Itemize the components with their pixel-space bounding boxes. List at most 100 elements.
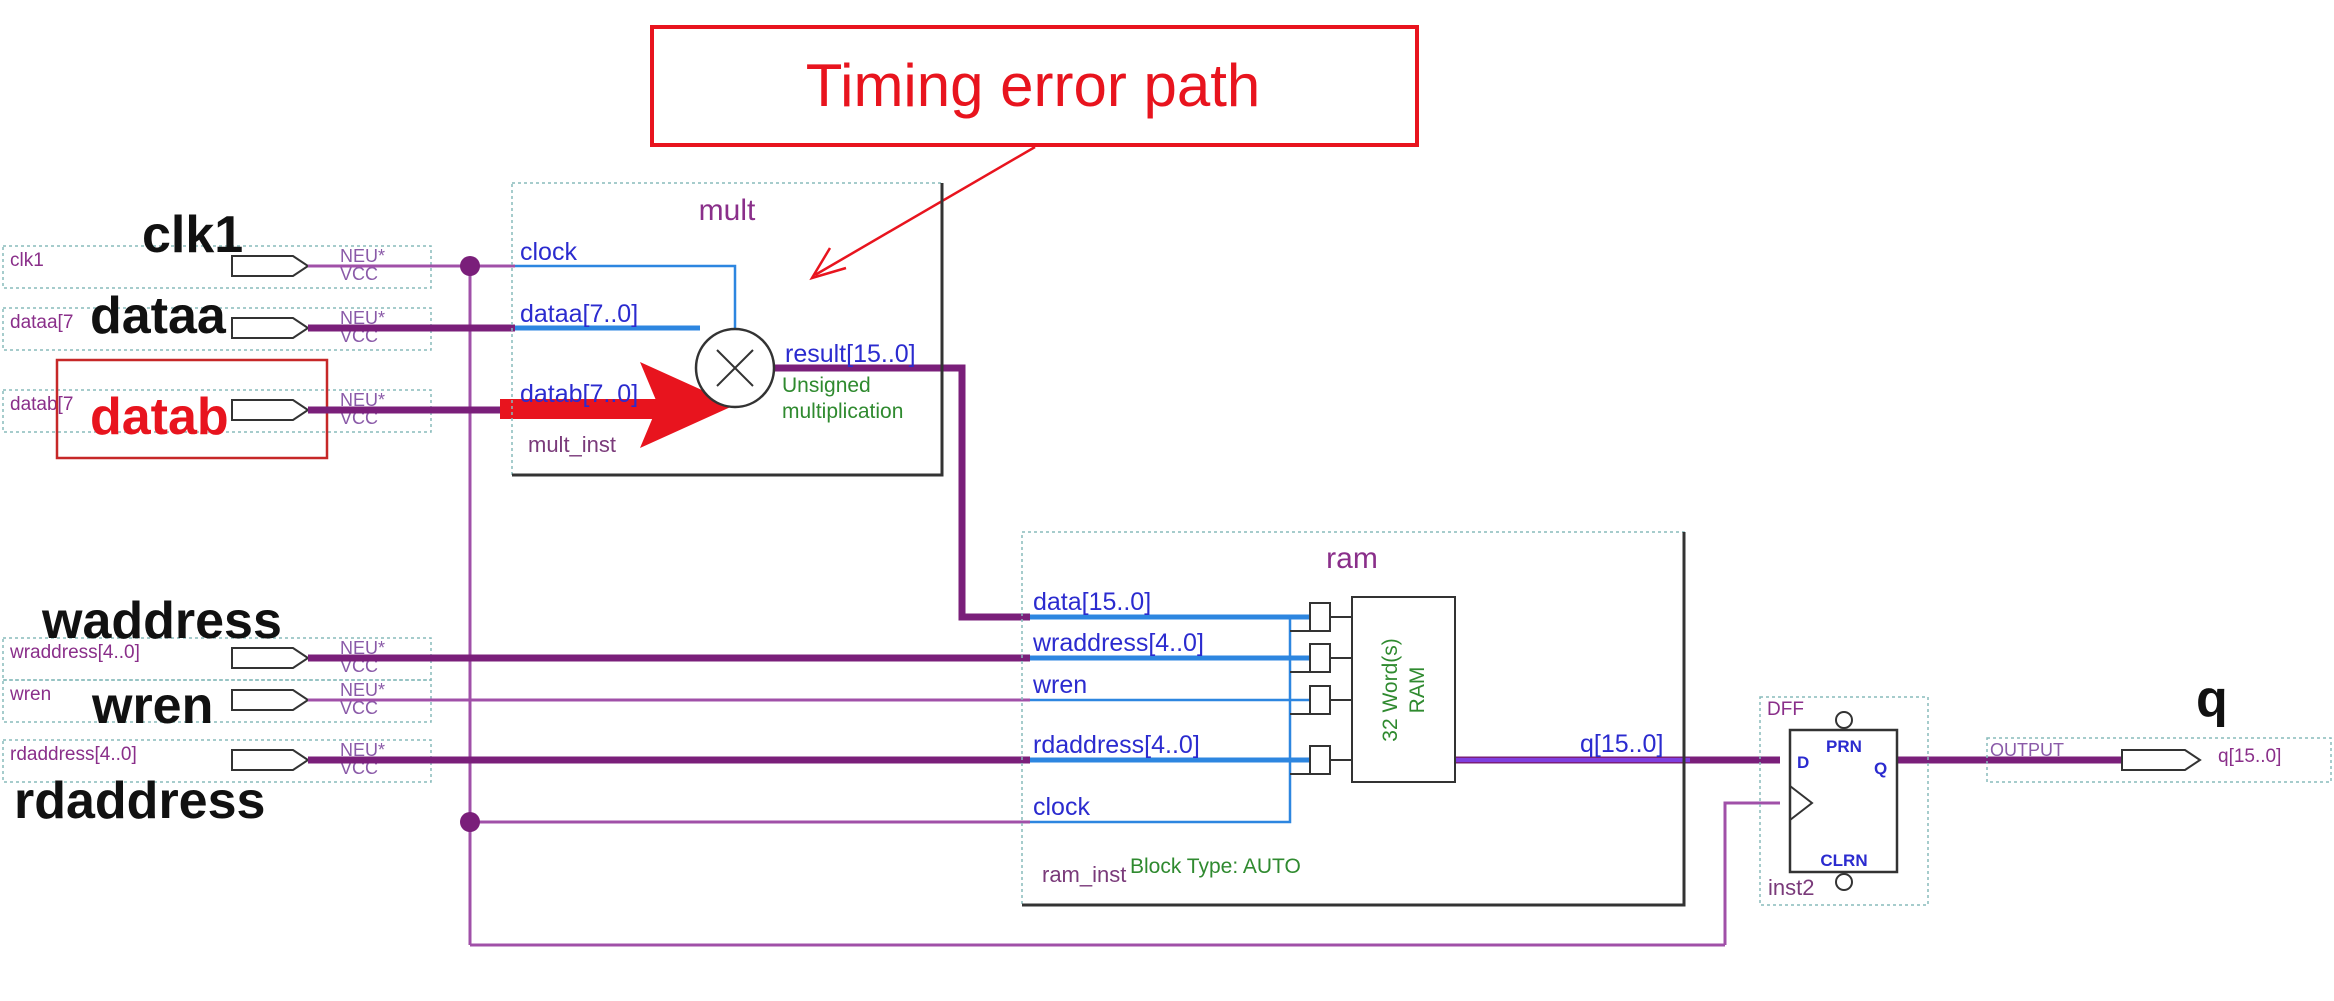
callout-pointer-arrowhead xyxy=(809,247,847,281)
signal-label-datab: datab xyxy=(90,388,229,446)
wire-clock-dff xyxy=(1723,801,1780,945)
callout-pointer-line xyxy=(814,145,1036,277)
dff-d-label: D xyxy=(1797,753,1809,772)
ram-core-type: RAM xyxy=(1406,667,1429,714)
ram-block: ram data[15..0] wraddress[4..0] wren rda… xyxy=(1021,531,1686,907)
output-pin-symbol xyxy=(2121,749,2202,771)
dff-type-label: DFF xyxy=(1767,699,1804,720)
ram-register-wren xyxy=(1309,685,1331,715)
timing-error-arrow xyxy=(500,362,735,448)
junction-clock-bottom xyxy=(460,812,480,832)
signal-label-q: q xyxy=(2196,670,2228,728)
pin-name-datab: datab[7 xyxy=(10,394,73,415)
dff-clrn-bubble xyxy=(1835,873,1853,891)
junction-clock-top xyxy=(460,256,480,276)
ram-output-q: q[15..0] xyxy=(1580,730,1663,758)
dff-instance-name: inst2 xyxy=(1768,875,1814,900)
dff-prn-bubble xyxy=(1835,711,1853,729)
signal-labels: clk1 dataa datab waddress wren rdaddress xyxy=(14,206,329,830)
timing-error-callout: Timing error path xyxy=(650,25,1419,281)
input-pin-symbol-datab xyxy=(231,399,310,421)
vcc-top-datab: NEU* xyxy=(340,390,385,410)
vcc-bottom-clk1: VCC xyxy=(340,264,378,284)
mult-instance-name: mult_inst xyxy=(528,432,616,457)
signal-label-rdaddress: rdaddress xyxy=(14,772,265,830)
mult-port-dataa: dataa[7..0] xyxy=(520,300,638,328)
dff-clrn-label: CLRN xyxy=(1820,851,1867,870)
ram-port-wren: wren xyxy=(1032,671,1087,699)
output-type-label: OUTPUT xyxy=(1990,740,2064,760)
ram-port-data: data[15..0] xyxy=(1033,588,1151,616)
vcc-top-clk1: NEU* xyxy=(340,246,385,266)
signal-label-dataa: dataa xyxy=(90,287,227,345)
pin-name-rdaddress: rdaddress[4..0] xyxy=(10,744,137,765)
pin-name-clk1: clk1 xyxy=(10,250,44,271)
output-pin-frame xyxy=(1986,737,2332,783)
pin-frame-rdaddress xyxy=(2,739,432,783)
pin-frame-datab xyxy=(2,389,432,433)
ram-core xyxy=(1351,596,1456,783)
input-pin-frames xyxy=(2,245,432,783)
wires xyxy=(308,264,2125,947)
ram-core-size: 32 Word(s) xyxy=(1379,638,1402,741)
pin-name-dataa: dataa[7 xyxy=(10,312,73,333)
pin-frame-wren xyxy=(2,679,432,723)
wire-ram-clock xyxy=(1030,617,1292,824)
ram-instance-name: ram_inst xyxy=(1042,862,1126,887)
input-pin-symbol-clk1 xyxy=(231,255,310,277)
input-pin-symbol-rdaddress xyxy=(231,749,310,771)
wire-mult-clock xyxy=(515,264,737,336)
ram-register-data xyxy=(1309,602,1331,632)
dff-q-label: Q xyxy=(1874,759,1887,778)
pin-name-wren: wren xyxy=(9,684,51,705)
input-pin-symbol-dataa xyxy=(231,317,310,339)
ram-register-rdaddress xyxy=(1309,745,1331,775)
dff-frame xyxy=(1759,696,1929,906)
bus-result-to-ram xyxy=(775,364,1030,621)
ram-register-wraddress xyxy=(1309,643,1331,673)
mult-desc-line2: multiplication xyxy=(782,400,903,423)
input-pin-symbol-wren xyxy=(231,689,310,711)
ram-port-rdaddress: rdaddress[4..0] xyxy=(1033,731,1200,759)
pin-frame-dataa xyxy=(2,307,432,351)
dff-block: DFF PRN CLRN D Q inst2 xyxy=(1759,696,1929,906)
ram-register-clock-lines xyxy=(1290,616,1352,775)
vcc-top-wraddress: NEU* xyxy=(340,638,385,658)
multiply-icon-stroke-b xyxy=(716,349,754,387)
mult-output-result: result[15..0] xyxy=(785,340,916,368)
mult-block: mult clock dataa[7..0] datab[7..0] resul… xyxy=(511,182,944,477)
multiply-icon xyxy=(716,349,754,387)
ram-input-registers xyxy=(1309,602,1331,775)
input-pin-symbols xyxy=(231,255,310,771)
ram-port-wraddress: wraddress[4..0] xyxy=(1032,629,1204,657)
timing-error-arrow-head xyxy=(640,362,735,448)
vcc-top-rdaddress: NEU* xyxy=(340,740,385,760)
vcc-top-wren: NEU* xyxy=(340,680,385,700)
output-pin: OUTPUT q[15..0] q xyxy=(1986,670,2332,783)
callout-box xyxy=(650,25,1419,147)
dff-clock-triangle xyxy=(1789,785,1814,821)
ram-port-clock: clock xyxy=(1033,793,1090,821)
vcc-top-dataa: NEU* xyxy=(340,308,385,328)
dff-prn-label: PRN xyxy=(1826,737,1862,756)
mult-desc-line1: Unsigned xyxy=(782,374,871,397)
ram-title: ram xyxy=(1326,542,1378,575)
pin-name-wraddress: wraddress[4..0] xyxy=(9,642,140,663)
signal-label-waddress: waddress xyxy=(41,592,282,650)
vcc-bottom-wren: VCC xyxy=(340,698,378,718)
output-pin-name: q[15..0] xyxy=(2218,746,2281,767)
mult-frame-shadow xyxy=(512,183,944,477)
mult-port-clock: clock xyxy=(520,238,577,266)
signal-label-clk1: clk1 xyxy=(142,206,243,264)
pin-frame-clk1 xyxy=(2,245,432,289)
mult-port-datab: datab[7..0] xyxy=(520,380,638,408)
input-pin-symbol-wraddress xyxy=(231,647,310,669)
signal-label-wren: wren xyxy=(91,677,213,735)
mult-title: mult xyxy=(699,194,756,227)
ram-block-type: Block Type: AUTO xyxy=(1130,855,1301,878)
callout-text: Timing error path xyxy=(806,52,1261,119)
pin-frame-wraddress xyxy=(2,637,432,681)
ram-frame-shadow xyxy=(1022,532,1686,907)
